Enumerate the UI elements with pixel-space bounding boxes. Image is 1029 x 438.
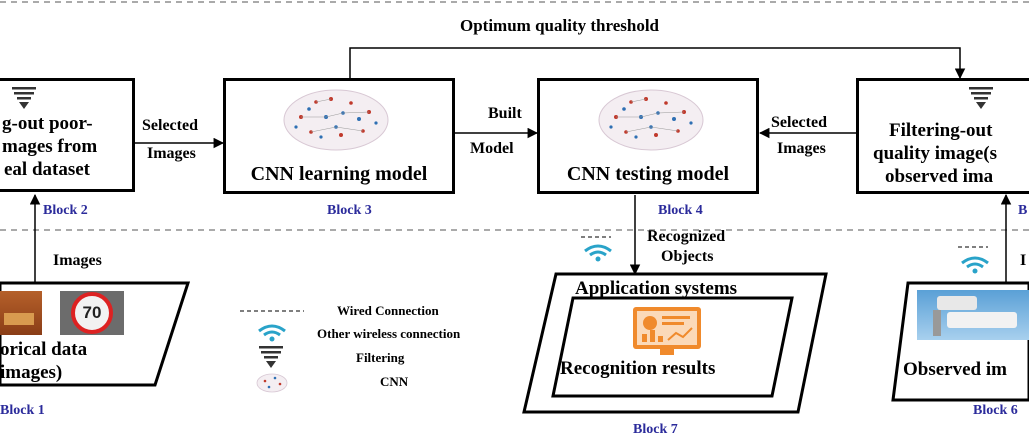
built-model-label-a: Built (488, 105, 522, 122)
block1-line1: orical data (0, 339, 88, 360)
threshold-arrow (349, 47, 966, 80)
block4-title: CNN testing model (566, 163, 730, 185)
block1-line2: images) (0, 362, 63, 383)
funnel-icon (12, 87, 36, 109)
block2-line3: eal dataset (4, 159, 91, 180)
speed-sign-photo: 70 (60, 291, 124, 335)
block5-tag: B (1018, 203, 1028, 218)
legend-filtering: Filtering (356, 350, 405, 365)
block2-line2: mages from (2, 136, 98, 157)
block2-box: g-out poor- mages from eal dataset (0, 78, 135, 192)
wifi-icon (584, 244, 612, 262)
legend-cnn: CNN (380, 374, 409, 389)
funnel-icon (969, 87, 993, 109)
speed-sign-value: 70 (71, 292, 113, 334)
selected-images-label-2b: Images (777, 140, 826, 157)
block1-tag: Block 1 (0, 403, 45, 418)
block6-side-label: I (1020, 252, 1027, 269)
block6-title: Observed im (903, 359, 1007, 380)
block2-line1: g-out poor- (2, 113, 93, 134)
wifi-icon (961, 256, 989, 274)
camera-icon (917, 290, 1029, 340)
built-model-label-b: Model (470, 140, 514, 157)
block7-tag: Block 7 (633, 422, 678, 437)
optimum-threshold-label: Optimum quality threshold (460, 16, 660, 35)
block2-tag: Block 2 (43, 203, 88, 218)
dashboard-icon (633, 307, 701, 355)
block3-title: CNN learning model (250, 163, 428, 185)
block3-box: CNN learning model (223, 78, 455, 194)
application-systems-title: Application systems (575, 278, 738, 299)
block5-line3: observed ima (885, 166, 994, 187)
recognized-objects-label-b: Objects (661, 248, 714, 265)
room-photo (0, 291, 42, 335)
block5-line1: Filtering-out (889, 120, 993, 141)
block4-box: CNN testing model (537, 78, 759, 194)
recognition-results-title: Recognition results (560, 358, 716, 379)
wifi-icon (258, 324, 286, 342)
brain-icon (283, 89, 389, 151)
selected-images-label-1b: Images (147, 145, 196, 162)
brain-icon (598, 89, 704, 151)
selected-images-label-2a: Selected (771, 114, 827, 131)
block6-tag: Block 6 (973, 403, 1018, 418)
images-label: Images (53, 252, 102, 269)
block4-tag: Block 4 (658, 203, 703, 218)
selected-images-label-1a: Selected (142, 117, 198, 134)
legend-wireless: Other wireless connection (317, 326, 461, 341)
legend-wired: Wired Connection (337, 303, 439, 318)
recognized-objects-label-a: Recognized (647, 228, 726, 245)
block3-tag: Block 3 (327, 203, 372, 218)
block5-box: Filtering-out quality image(s observed i… (856, 78, 1029, 194)
block5-line2: quality image(s (873, 143, 998, 164)
brain-icon (256, 373, 288, 393)
funnel-icon (259, 346, 283, 368)
